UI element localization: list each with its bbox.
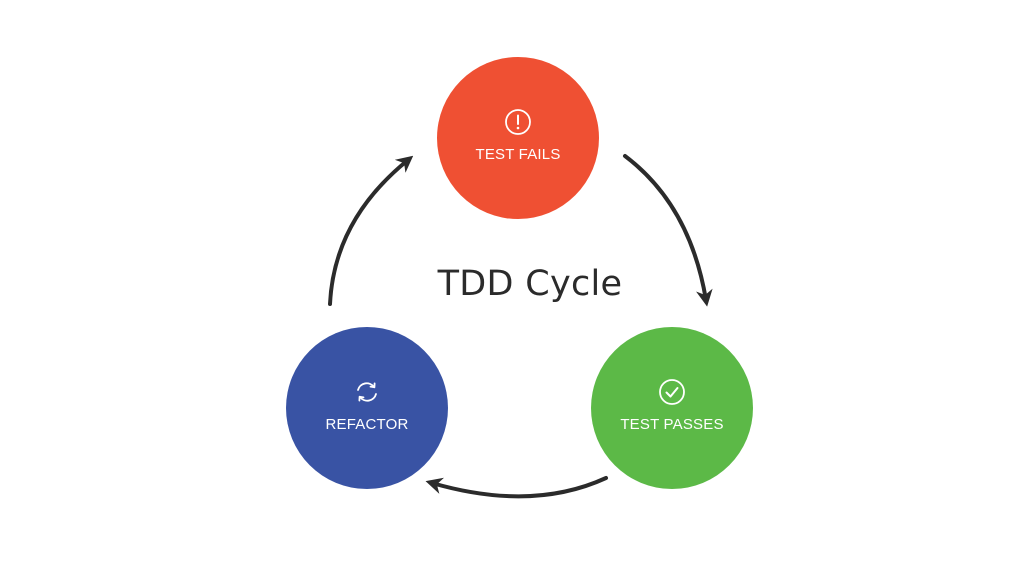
arrow-passes-to-refactor <box>425 476 608 499</box>
refresh-icon <box>353 378 381 406</box>
exclamation-circle-icon <box>504 108 532 136</box>
test-fails-label: TEST FAILS <box>475 145 561 163</box>
refactor-node: REFACTOR <box>286 327 448 489</box>
refactor-label: REFACTOR <box>325 415 409 433</box>
test-passes-label: TEST PASSES <box>620 415 724 433</box>
arrow-refactor-to-fails <box>328 155 414 306</box>
test-fails-node: TEST FAILS <box>437 57 599 219</box>
test-passes-node: TEST PASSES <box>591 327 753 489</box>
arrow-fails-to-passes <box>623 154 713 307</box>
check-circle-icon <box>658 378 686 406</box>
diagram-title: TDD Cycle <box>437 264 623 304</box>
